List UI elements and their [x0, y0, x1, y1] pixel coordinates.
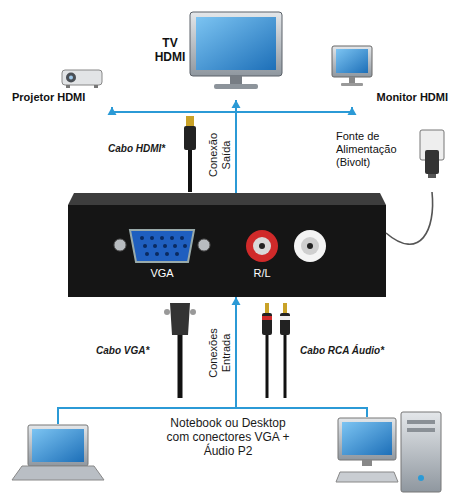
cable-label: Cabo RCA Áudio* — [300, 345, 400, 357]
node-label: TV HDMI — [148, 36, 192, 64]
connector — [386, 192, 433, 244]
tv-node: TV HDMI — [148, 8, 282, 100]
connection-label: Conexões Entrada — [207, 324, 233, 382]
power-adapter — [420, 130, 444, 178]
projector-icon — [62, 70, 102, 88]
power-node: Fonte de Alimentação (Bivolt) — [334, 124, 448, 192]
connection-label: Conexão Saída — [207, 127, 233, 183]
arrow-head — [348, 107, 357, 115]
tv-icon — [190, 12, 282, 89]
cable-label: Cabo HDMI* — [108, 143, 182, 155]
arrow-head — [232, 100, 241, 108]
node-label: Projetor HDMI — [12, 91, 110, 104]
laptop-icon — [12, 425, 104, 480]
node-label: VGA — [130, 267, 194, 280]
connector — [236, 107, 352, 193]
vga-cable — [164, 303, 196, 398]
monitor-icon — [332, 46, 372, 86]
rca-cable — [262, 303, 290, 398]
hdmi-cable — [184, 116, 196, 192]
node-label: Monitor HDMI — [364, 91, 448, 104]
node-label: Notebook ou Desktop com conectores VGA +… — [166, 416, 290, 458]
converter-node: VGA R/L — [68, 193, 386, 297]
arrow-head — [232, 297, 241, 305]
monitor-node: Monitor HDMI — [328, 40, 450, 107]
cable-label: Cabo VGA* — [96, 345, 166, 357]
projector-node: Projetor HDMI — [10, 60, 128, 107]
node-label: Fonte de Alimentação (Bivolt) — [336, 130, 418, 169]
source-node: Notebook ou Desktop com conectores VGA +… — [128, 408, 328, 474]
node-label: R/L — [230, 267, 294, 280]
arrow-head — [108, 107, 117, 115]
desktop-icon — [336, 412, 441, 492]
converter-box — [68, 193, 386, 297]
connector — [235, 297, 237, 408]
